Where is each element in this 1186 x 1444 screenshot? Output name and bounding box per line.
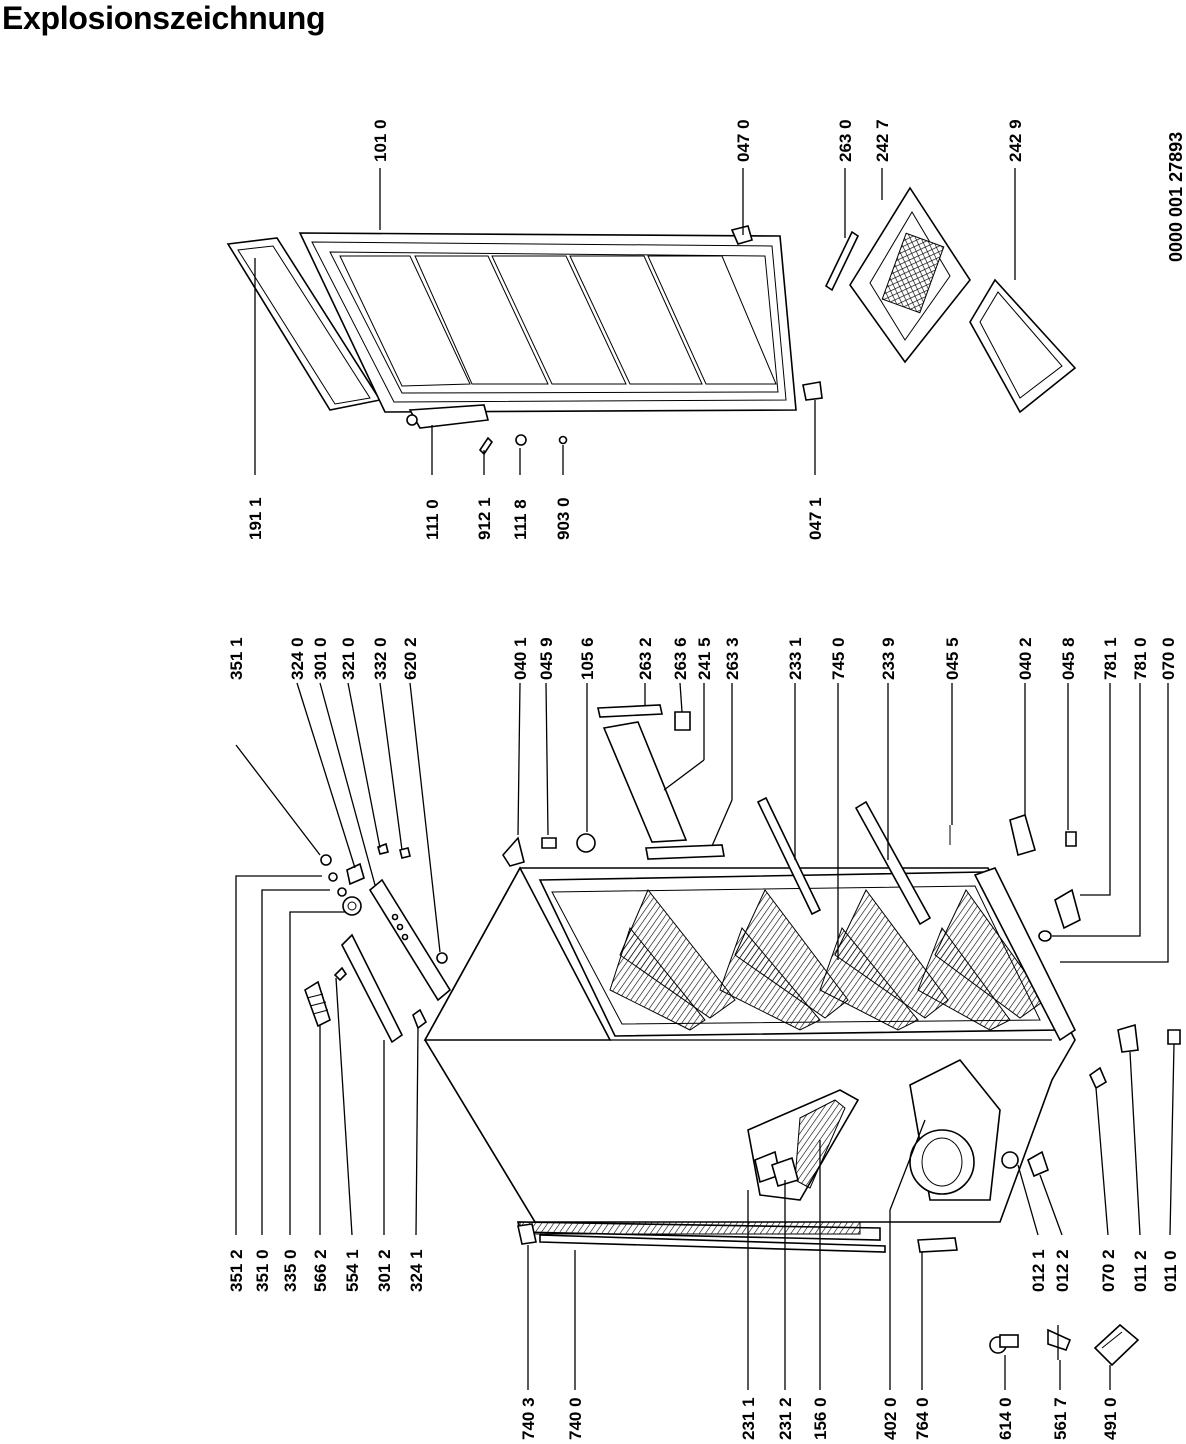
part-label-070-2: 070 2 — [1099, 1249, 1118, 1292]
part-label-740-3: 740 3 — [519, 1397, 538, 1440]
part-label-263-6: 263 6 — [671, 637, 690, 680]
part-label-242-9: 242 9 — [1006, 119, 1025, 162]
part-label-561-7: 561 7 — [1051, 1397, 1070, 1440]
part-label-156-0: 156 0 — [811, 1397, 830, 1440]
control-parts — [304, 842, 452, 1044]
part-label-620-2: 620 2 — [401, 637, 420, 680]
part-label-040-2: 040 2 — [1016, 637, 1035, 680]
part-label-011-0: 011 0 — [1161, 1250, 1180, 1292]
part-label-554-1: 554 1 — [343, 1249, 362, 1292]
part-label-047-0: 047 0 — [734, 119, 753, 162]
part-label-332-0: 332 0 — [371, 637, 390, 680]
door-assembly — [226, 186, 1077, 456]
part-label-781-1: 781 1 — [1101, 637, 1120, 680]
part-label-324-0: 324 0 — [288, 637, 307, 680]
part-label-301-2: 301 2 — [375, 1249, 394, 1292]
document-number: 0000 001 27893 — [1166, 132, 1186, 262]
part-label-012-1: 012 1 — [1029, 1249, 1048, 1292]
part-label-047-1: 047 1 — [806, 497, 825, 540]
part-label-012-2: 012 2 — [1053, 1249, 1072, 1292]
part-label-491-0: 491 0 — [1101, 1397, 1120, 1440]
part-label-111-8: 111 8 — [511, 499, 530, 540]
small-parts — [502, 704, 1181, 1367]
part-label-231-1: 231 1 — [739, 1397, 758, 1440]
part-label-740-0: 740 0 — [566, 1397, 585, 1440]
part-label-335-0: 335 0 — [281, 1249, 300, 1292]
part-label-324-1: 324 1 — [407, 1249, 426, 1292]
part-label-781-0: 781 0 — [1131, 637, 1150, 680]
part-label-351-1: 351 1 — [227, 637, 246, 680]
top-leader-lines — [254, 168, 1016, 475]
page-title: Explosionszeichnung — [2, 0, 326, 36]
freezer-compartments — [609, 889, 1046, 1031]
part-label-764-0: 764 0 — [913, 1397, 932, 1440]
part-label-105-6: 105 6 — [578, 637, 597, 680]
part-label-903-0: 903 0 — [554, 497, 573, 540]
part-label-191-1: 191 1 — [246, 497, 265, 540]
part-label-242-7: 242 7 — [873, 119, 892, 162]
part-label-402-0: 402 0 — [881, 1397, 900, 1440]
part-label-233-9: 233 9 — [879, 637, 898, 680]
part-label-101-0: 101 0 — [371, 119, 390, 162]
part-label-045-5: 045 5 — [943, 637, 962, 680]
part-label-263-0: 263 0 — [836, 119, 855, 162]
part-label-011-2: 011 2 — [1131, 1250, 1150, 1292]
cabinet — [423, 866, 1077, 1253]
part-label-263-3: 263 3 — [723, 637, 742, 680]
part-label-111-0: 111 0 — [423, 499, 442, 540]
part-label-745-0: 745 0 — [829, 637, 848, 680]
part-label-070-0: 070 0 — [1159, 637, 1178, 680]
part-label-912-1: 912 1 — [475, 497, 494, 540]
part-label-614-0: 614 0 — [996, 1397, 1015, 1440]
part-label-263-2: 263 2 — [636, 637, 655, 680]
part-label-241-5: 241 5 — [695, 637, 714, 680]
part-label-566-2: 566 2 — [311, 1249, 330, 1292]
part-label-351-0: 351 0 — [253, 1249, 272, 1292]
part-label-231-2: 231 2 — [776, 1397, 795, 1440]
part-label-321-0: 321 0 — [339, 637, 358, 680]
part-labels: 101 0 047 0 263 0 242 7 242 9 191 1 111 … — [227, 119, 1180, 1440]
part-label-351-2: 351 2 — [227, 1249, 246, 1292]
part-label-301-0: 301 0 — [311, 637, 330, 680]
part-label-233-1: 233 1 — [786, 637, 805, 680]
part-label-040-1: 040 1 — [511, 637, 530, 680]
main-leader-lines — [235, 682, 1175, 1390]
part-label-045-8: 045 8 — [1059, 637, 1078, 680]
part-label-045-9: 045 9 — [537, 637, 556, 680]
